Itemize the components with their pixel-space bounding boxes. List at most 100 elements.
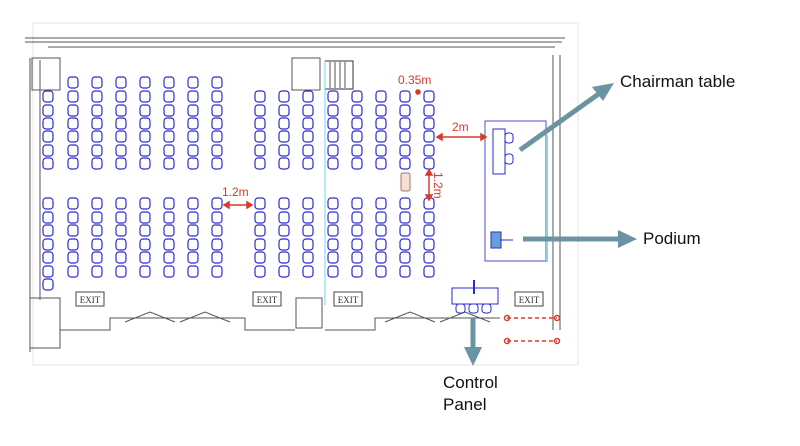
chair: [139, 90, 151, 103]
chairman-table: [492, 128, 506, 175]
chair: [254, 251, 266, 264]
chair: [163, 104, 175, 117]
chair: [187, 265, 199, 278]
chair: [399, 144, 411, 157]
chair: [399, 265, 411, 278]
seating: [42, 76, 435, 291]
chair: [327, 224, 339, 237]
chair: [375, 197, 387, 210]
chair: [375, 157, 387, 170]
chair: [139, 157, 151, 170]
chair: [375, 144, 387, 157]
chairman-arrow: [518, 90, 602, 153]
chair: [254, 211, 266, 224]
chair: [254, 224, 266, 237]
chair: [67, 144, 79, 157]
chair: [327, 90, 339, 103]
chair: [211, 130, 223, 143]
chair: [163, 144, 175, 157]
chair: [327, 238, 339, 251]
chair: [211, 117, 223, 130]
chair: [302, 265, 314, 278]
chair: [399, 251, 411, 264]
chair: [67, 76, 79, 89]
chair: [375, 90, 387, 103]
chair: [423, 238, 435, 251]
chair: [254, 104, 266, 117]
chair: [423, 144, 435, 157]
chair: [42, 224, 54, 237]
chair: [42, 278, 54, 291]
chair: [399, 211, 411, 224]
chair: [139, 76, 151, 89]
chair: [254, 238, 266, 251]
chair: [327, 265, 339, 278]
chair: [278, 224, 290, 237]
chair: [399, 238, 411, 251]
chair: [91, 224, 103, 237]
chair: [67, 224, 79, 237]
chair: [211, 224, 223, 237]
chair: [187, 130, 199, 143]
chair: [423, 130, 435, 143]
exit-sign: [333, 291, 363, 307]
chair: [327, 211, 339, 224]
chair: [375, 251, 387, 264]
chair: [91, 157, 103, 170]
chair: [91, 251, 103, 264]
control-panel-desk: [451, 280, 499, 314]
chair: [42, 144, 54, 157]
chair: [423, 104, 435, 117]
chair: [139, 130, 151, 143]
chair: [42, 117, 54, 130]
chair: [302, 104, 314, 117]
chair: [91, 76, 103, 89]
chair: [67, 157, 79, 170]
chair: [163, 211, 175, 224]
chair: [254, 144, 266, 157]
chair: [115, 76, 127, 89]
projector-icon: [400, 172, 411, 192]
chair: [278, 157, 290, 170]
chair: [163, 251, 175, 264]
chair: [187, 117, 199, 130]
chair: [423, 265, 435, 278]
chair: [351, 197, 363, 210]
chair: [375, 130, 387, 143]
chair: [302, 130, 314, 143]
dimension-front-gap: 0.35m: [398, 73, 431, 87]
chair: [42, 251, 54, 264]
callout-arrows: [464, 83, 637, 366]
chair: [278, 211, 290, 224]
chair: [187, 238, 199, 251]
chair: [187, 90, 199, 103]
chair: [278, 90, 290, 103]
chair: [67, 197, 79, 210]
chair: [399, 130, 411, 143]
chair: [254, 157, 266, 170]
chair: [327, 117, 339, 130]
chair: [163, 90, 175, 103]
chair: [163, 130, 175, 143]
chair: [115, 211, 127, 224]
chair: [187, 157, 199, 170]
chair: [351, 157, 363, 170]
chair: [254, 130, 266, 143]
chair: [327, 130, 339, 143]
chair: [42, 238, 54, 251]
chair: [163, 224, 175, 237]
chair: [302, 117, 314, 130]
chair: [91, 90, 103, 103]
chair: [351, 211, 363, 224]
chair: [351, 238, 363, 251]
chair: [278, 197, 290, 210]
chair: [211, 104, 223, 117]
chair: [115, 224, 127, 237]
callout-chairman-table: Chairman table: [620, 72, 736, 91]
chair: [139, 251, 151, 264]
chair: [139, 211, 151, 224]
chair: [327, 157, 339, 170]
